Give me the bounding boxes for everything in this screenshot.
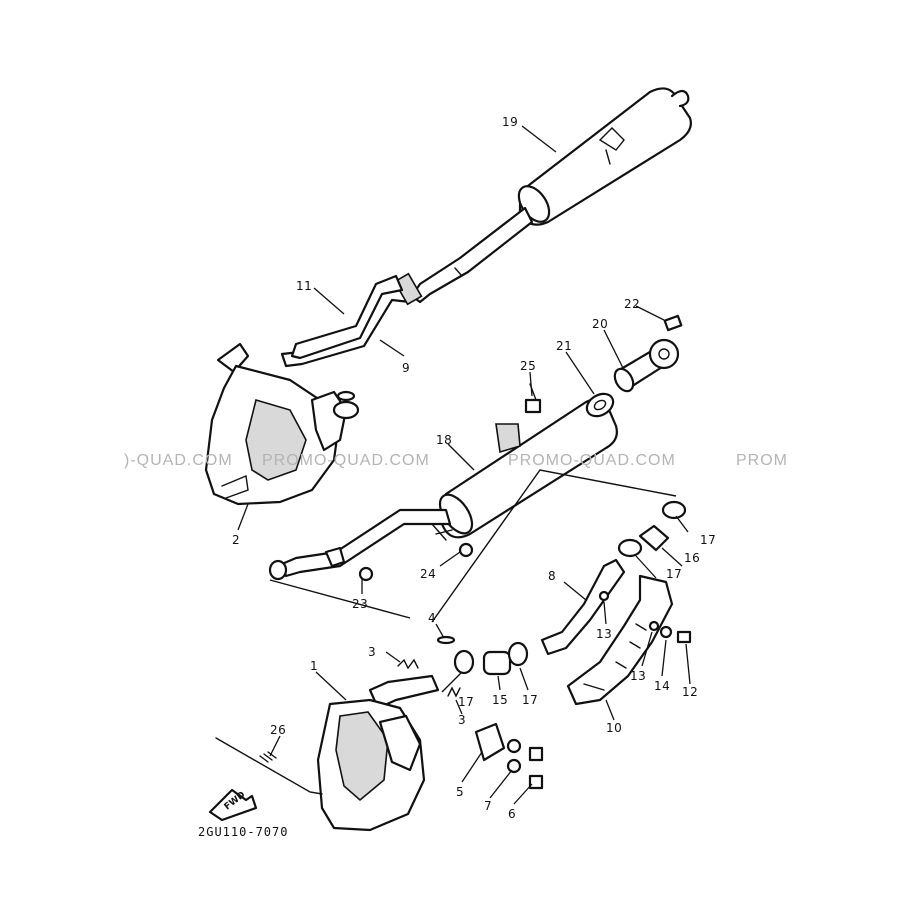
sleeve-16	[638, 524, 670, 552]
callout-15: 15	[492, 693, 508, 707]
washers-bolts-6-7	[506, 738, 544, 790]
callout-19: 19	[502, 115, 518, 129]
callout-5: 5	[456, 785, 464, 799]
bolt-22	[663, 314, 683, 332]
rod-26	[215, 737, 323, 795]
callout-22: 22	[624, 297, 640, 311]
pipe-11	[290, 274, 404, 360]
callout-4: 4	[428, 611, 436, 625]
watermark-segment-1: )-QUAD.COM	[124, 452, 233, 469]
callout-14: 14	[654, 679, 670, 693]
clamp-17-upper	[617, 500, 687, 558]
bolt-25	[524, 383, 542, 414]
callout-26: 26	[270, 723, 286, 737]
callout-21: 21	[556, 339, 572, 353]
callout-10: 10	[606, 721, 622, 735]
bracket-5	[474, 722, 506, 762]
bolt-24	[458, 542, 474, 558]
callout-labels: 19 11 9 2 18 25 21 20 22 23 24 17 16 17 …	[232, 115, 716, 821]
fwd-arrow-icon: FWD	[208, 788, 258, 822]
callout-1: 1	[310, 659, 318, 673]
joint-20	[613, 338, 680, 393]
watermark: )-QUAD.COM PROMO-QUAD.COM PROMO-QUAD.COM…	[124, 452, 788, 469]
callout-13-a: 13	[596, 627, 612, 641]
gasket-21	[585, 392, 615, 418]
callout-17-c: 17	[458, 695, 474, 709]
callout-17-d: 17	[522, 693, 538, 707]
group-bracket-line	[269, 469, 677, 623]
callout-23: 23	[352, 597, 368, 611]
callout-6: 6	[508, 807, 516, 821]
muffler-19	[517, 87, 692, 226]
callout-7: 7	[484, 799, 492, 813]
callout-25: 25	[520, 359, 536, 373]
callout-20: 20	[592, 317, 608, 331]
exhaust-pipe-lower	[268, 508, 452, 581]
callout-3-a: 3	[368, 645, 376, 659]
callout-11: 11	[296, 279, 312, 293]
callout-17-b: 17	[666, 567, 682, 581]
o-ring-4	[436, 635, 456, 645]
callout-12: 12	[682, 685, 698, 699]
leader-lines	[237, 125, 691, 805]
pipe-8	[540, 558, 626, 656]
heat-shield-10	[566, 574, 674, 706]
clamps-15-17-lower	[453, 641, 529, 676]
callout-16: 16	[684, 551, 700, 565]
muffler-18	[431, 398, 618, 541]
callout-8: 8	[548, 569, 556, 583]
watermark-segment-4: PROM	[736, 452, 788, 469]
expansion-chamber-1	[316, 674, 440, 832]
watermark-segment-3: PROMO-QUAD.COM	[508, 452, 676, 469]
bolt-23	[358, 566, 374, 582]
watermark-segment-2: PROMO-QUAD.COM	[262, 452, 430, 469]
drawing-code: 2GU110-7070	[198, 825, 288, 839]
callout-2: 2	[232, 533, 240, 547]
expansion-chamber-2	[204, 342, 360, 506]
callout-13-b: 13	[630, 669, 646, 683]
callout-3-b: 3	[458, 713, 466, 727]
fasteners-12-14	[598, 590, 692, 644]
callout-9: 9	[402, 361, 410, 375]
callout-24: 24	[420, 567, 436, 581]
callout-17-a: 17	[700, 533, 716, 547]
callout-18: 18	[436, 433, 452, 447]
spring-3	[397, 658, 461, 698]
